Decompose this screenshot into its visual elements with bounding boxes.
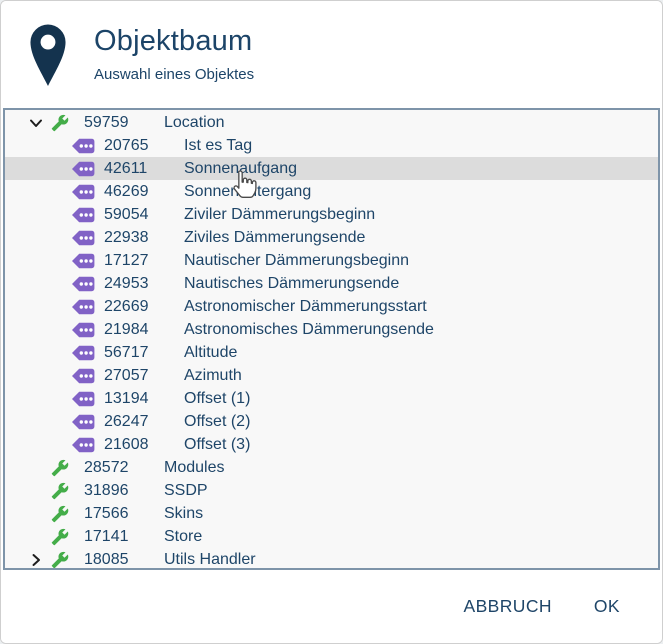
location-pin-icon [28, 23, 68, 87]
tag-icon [72, 437, 95, 452]
tree-row[interactable]: 28572 Modules [5, 456, 658, 479]
object-name: SSDP [164, 482, 208, 499]
object-name: Store [164, 528, 203, 545]
object-id: 59054 [104, 206, 149, 223]
tree-row[interactable]: 31896 SSDP [5, 479, 658, 502]
header-text: Objektbaum Auswahl eines Objektes [94, 25, 255, 83]
tag-icon [72, 230, 95, 245]
object-name: Ziviler Dämmerungsbeginn [184, 206, 376, 223]
tree-row[interactable]: 20765 Ist es Tag [5, 134, 658, 157]
tree-row[interactable]: 13194 Offset (1) [5, 387, 658, 410]
tree-row[interactable]: 21984 Astronomisches Dämmerungsende [5, 318, 658, 341]
object-id: 22938 [104, 229, 149, 246]
tag-icon [72, 368, 95, 383]
object-id: 17141 [84, 528, 129, 545]
object-id: 28572 [84, 459, 129, 476]
object-name: Location [164, 114, 225, 131]
object-name: Ist es Tag [184, 137, 253, 154]
object-id: 21984 [104, 321, 149, 338]
wrench-icon [51, 482, 69, 499]
tree-row[interactable]: 21608 Offset (3) [5, 433, 658, 456]
object-id: 46269 [104, 183, 149, 200]
tag-icon [72, 276, 95, 291]
tree-row[interactable]: 22938 Ziviles Dämmerungsende [5, 226, 658, 249]
object-id: 13194 [104, 390, 149, 407]
object-id: 56717 [104, 344, 149, 361]
wrench-icon [51, 459, 69, 476]
tag-icon [72, 184, 95, 199]
tree-row[interactable]: 59054 Ziviler Dämmerungsbeginn [5, 203, 658, 226]
object-id: 27057 [104, 367, 149, 384]
object-id: 18085 [84, 551, 129, 568]
object-id: 21608 [104, 436, 149, 453]
object-id: 26247 [104, 413, 149, 430]
object-id: 24953 [104, 275, 149, 292]
tag-icon [72, 345, 95, 360]
dialog-footer: ABBRUCH OK [1, 570, 662, 643]
tree-row[interactable]: 27057 Azimuth [5, 364, 658, 387]
object-name: Nautischer Dämmerungsbeginn [184, 252, 409, 269]
tag-icon [72, 322, 95, 337]
chevron-right-icon [32, 553, 40, 566]
object-id: 22669 [104, 298, 149, 315]
object-name: Sonnenaufgang [184, 160, 297, 177]
object-name: Astronomisches Dämmerungsende [184, 321, 434, 338]
tree-row[interactable]: 17127 Nautischer Dämmerungsbeginn [5, 249, 658, 272]
tag-icon [72, 207, 95, 222]
object-name: Offset (3) [184, 436, 251, 453]
object-id: 31896 [84, 482, 129, 499]
object-name: Astronomischer Dämmerungsstart [184, 298, 427, 315]
tree-row[interactable]: 17141 Store [5, 525, 658, 548]
tree-row[interactable]: 17566 Skins [5, 502, 658, 525]
tag-icon [72, 138, 95, 153]
object-name: Sonnenuntergang [184, 183, 312, 200]
object-name: Utils Handler [164, 551, 256, 568]
object-tree[interactable]: 59759 Location 20765 Ist e [3, 108, 660, 570]
tree-row[interactable]: 59759 Location [5, 111, 658, 134]
object-id: 42611 [104, 160, 148, 177]
object-name: Skins [164, 505, 204, 522]
object-name: Nautisches Dämmerungsende [184, 275, 400, 292]
object-id: 17566 [84, 505, 129, 522]
expander[interactable] [29, 116, 51, 130]
dialog-subtitle: Auswahl eines Objektes [94, 65, 255, 83]
object-id: 59759 [84, 114, 129, 131]
tree-row[interactable]: 56717 Altitude [5, 341, 658, 364]
object-id: 20765 [104, 137, 149, 154]
expander[interactable] [29, 553, 51, 567]
wrench-icon [51, 528, 69, 545]
object-id: 17127 [104, 252, 149, 269]
chevron-down-icon [30, 119, 42, 127]
wrench-icon [51, 505, 69, 522]
object-name: Offset (1) [184, 390, 251, 407]
tag-icon [72, 299, 95, 314]
wrench-icon [51, 114, 69, 131]
tag-icon [72, 253, 95, 268]
tree-row[interactable]: 18085 Utils Handler [5, 548, 658, 568]
tree-row[interactable]: 46269 Sonnenuntergang [5, 180, 658, 203]
object-name: Altitude [184, 344, 238, 361]
tree-row[interactable]: 24953 Nautisches Dämmerungsende [5, 272, 658, 295]
cancel-button[interactable]: ABBRUCH [452, 588, 564, 625]
tag-icon [72, 161, 95, 176]
tree-row[interactable]: 26247 Offset (2) [5, 410, 658, 433]
tag-icon [72, 391, 95, 406]
object-name: Offset (2) [184, 413, 251, 430]
dialog-title: Objektbaum [94, 25, 253, 58]
wrench-icon [51, 551, 69, 568]
tree-row[interactable]: 42611 Sonnenaufgang [5, 157, 658, 180]
object-name: Modules [164, 459, 225, 476]
ok-button[interactable]: OK [582, 588, 632, 625]
dialog-header: Objektbaum Auswahl eines Objektes [1, 1, 662, 108]
object-name: Ziviles Dämmerungsende [184, 229, 366, 246]
tree-row[interactable]: 22669 Astronomischer Dämmerungsstart [5, 295, 658, 318]
tag-icon [72, 414, 95, 429]
object-name: Azimuth [184, 367, 242, 384]
